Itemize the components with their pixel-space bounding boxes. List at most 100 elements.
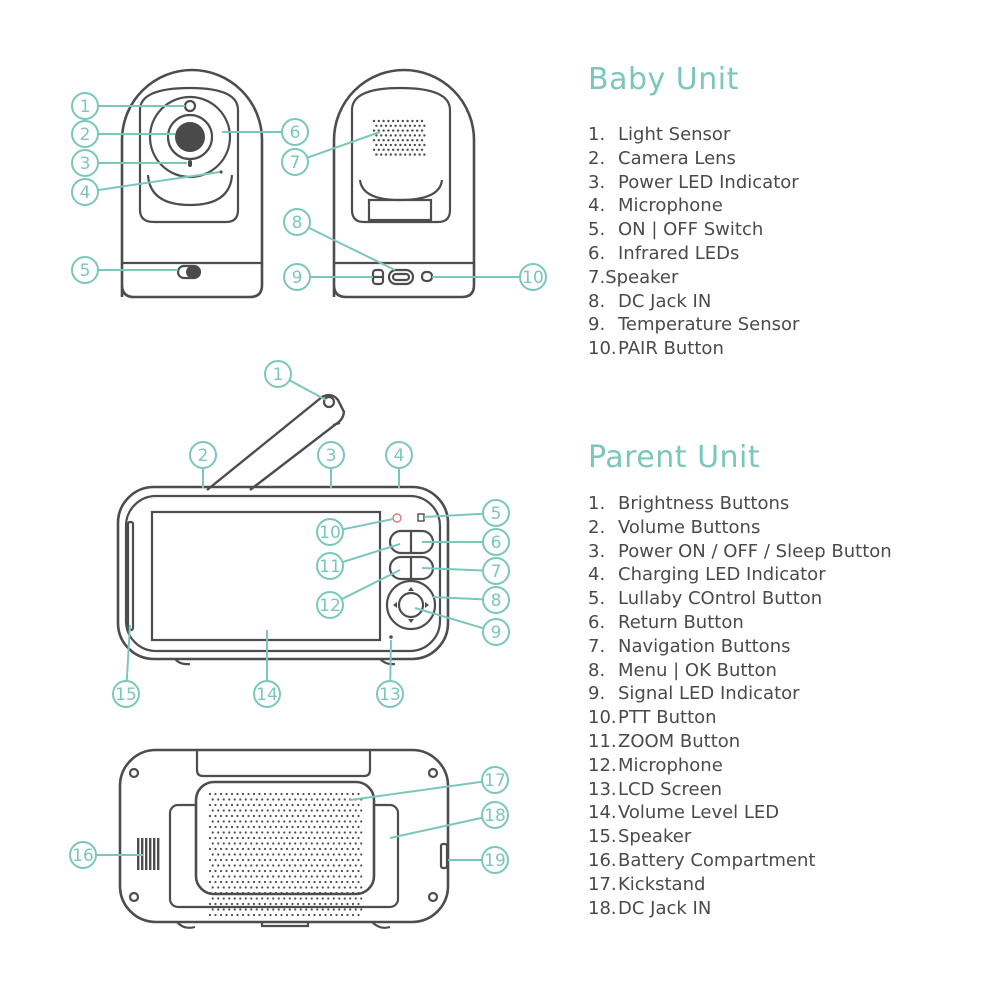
grille-hole [222,853,225,856]
grille-hole [349,886,352,889]
grille-hole [269,803,272,807]
grille-hole [228,809,231,812]
grille-hole [225,814,228,818]
callout-number: 8 [292,213,303,233]
grille-hole [321,842,324,845]
grille-hole [321,897,324,900]
grille-hole [280,803,283,807]
grille-hole [263,814,267,818]
part-number: 11. [588,730,617,752]
grille-hole [228,886,231,889]
callout-leader-line [423,512,484,518]
grille-hole [294,831,297,834]
grille-hole [241,847,245,851]
grille-hole [387,139,390,142]
grille-hole [401,139,404,142]
part-number: 15. [588,826,617,848]
grille-hole [208,902,212,906]
grille-hole [299,831,302,834]
callout-circle [281,148,309,176]
part-number: 3. [588,171,606,193]
grille-hole [307,880,311,884]
grille-hole [208,814,212,818]
grille-hole [211,809,214,812]
grille-hole [291,891,294,895]
grille-hole [258,902,261,906]
callout-number: 1 [273,365,284,385]
grille-hole [351,847,355,851]
grille-hole [305,897,308,900]
grille-hole [332,820,335,823]
part-list-item: 13.LCD Screen [588,778,892,802]
callout-number: 5 [80,261,91,281]
grille-hole [354,897,357,900]
grille-hole [247,891,250,895]
part-number: 5. [588,588,606,610]
grille-hole [233,820,236,823]
grille-hole [310,809,313,812]
grille-hole [307,913,311,917]
grille-hole [394,143,397,147]
grille-hole [274,891,278,895]
grille-hole [372,148,376,151]
grille-hole [343,908,346,911]
grille-hole [255,908,258,911]
grille-hole [280,891,283,895]
grille-hole [313,792,316,796]
grille-hole [274,825,278,829]
grille-hole [360,897,363,900]
grille-hole [299,908,302,911]
grille-hole [296,891,300,895]
grille-hole [305,809,308,812]
grille-hole [283,864,286,867]
callout-circle [283,208,311,236]
grille-hole [357,847,360,851]
grille-hole [280,814,283,818]
grille-hole [399,143,402,147]
grille-hole [272,842,275,845]
grille-hole [239,875,242,878]
grille-hole [285,858,289,862]
grille-hole [244,831,247,834]
grille-hole [377,119,380,123]
grille-hole [327,820,330,823]
grille-hole [241,836,245,840]
grille-hole [310,908,313,911]
callout-number: 11 [319,557,341,577]
grille-hole [420,148,424,151]
battery-vent-slot [145,838,148,870]
grille-hole [420,119,424,123]
grille-hole [252,825,256,829]
grille-hole [222,842,225,845]
grille-hole [349,842,352,845]
grille-hole [230,891,234,895]
grille-hole [318,891,322,895]
grille-hole [329,891,333,895]
grille-hole [269,891,272,895]
grille-hole [244,864,247,867]
part-number: 2. [588,516,606,538]
grille-hole [244,820,247,823]
grille-hole [294,809,297,812]
grille-hole [250,886,253,889]
grille-hole [261,831,264,834]
grille-hole [329,913,333,917]
callout-circle [281,118,309,146]
grille-hole [392,139,395,142]
part-number: 8. [588,659,606,681]
grille-hole [377,148,380,151]
callout-circle [482,618,510,646]
callout-number: 6 [290,123,301,143]
grille-hole [316,864,319,867]
grille-hole [280,825,283,829]
grille-hole [291,880,294,884]
callout-number: 15 [115,685,137,705]
baby-speaker-grille [372,119,426,156]
part-number: 12. [588,754,617,776]
lcd-screen [150,510,382,642]
grille-hole [283,809,286,812]
grille-hole [247,880,250,884]
callout-number: 3 [80,154,91,174]
antenna [206,393,346,491]
grille-hole [332,864,335,867]
